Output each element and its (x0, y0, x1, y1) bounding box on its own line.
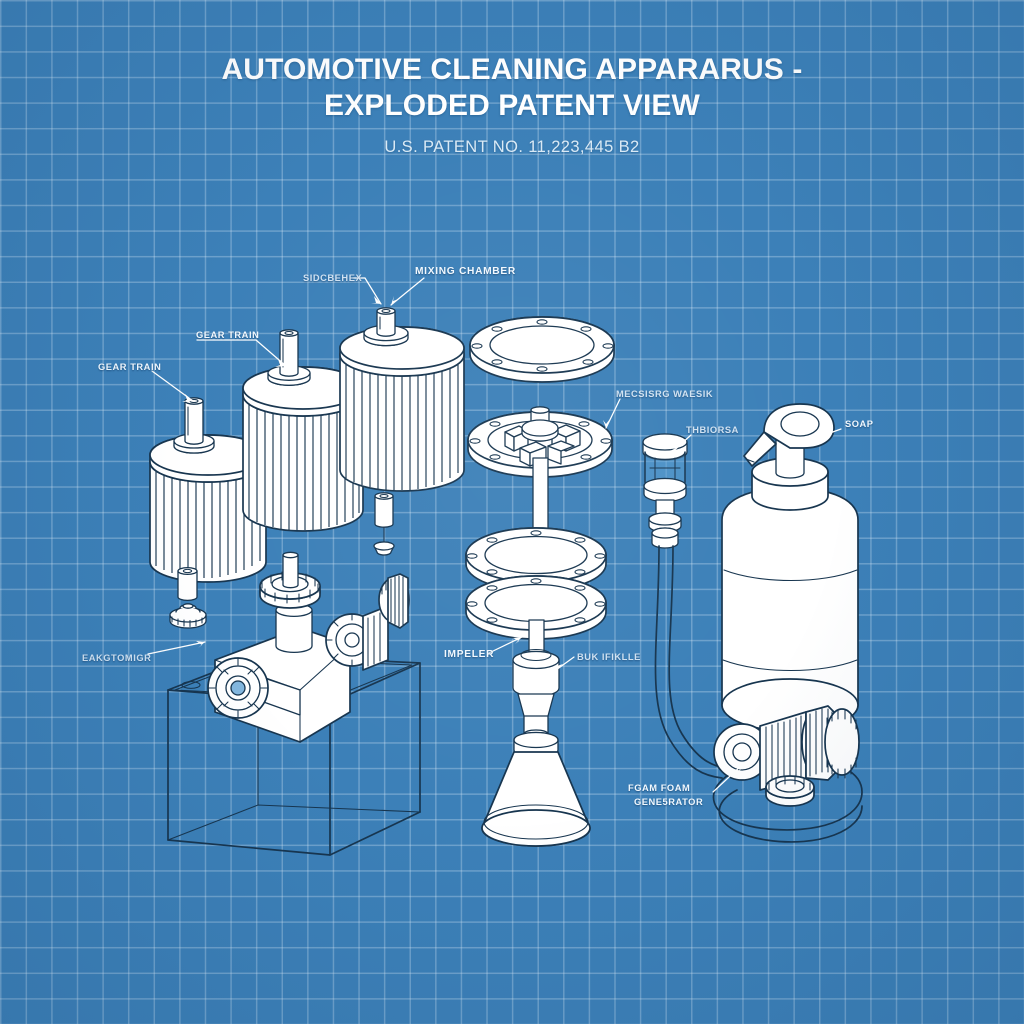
component-foam-generator[interactable] (712, 705, 863, 843)
component-bolt-fastener-2[interactable] (169, 566, 207, 629)
component-filter-motor-3[interactable] (339, 307, 465, 492)
callout-foam-generator-l2[interactable]: GENE5RATOR (634, 797, 704, 807)
callout-gear-train-left[interactable]: GEAR TRAIN (98, 362, 162, 372)
callout-impeler[interactable]: IMPELER (444, 649, 495, 660)
component-filter-motor-2[interactable] (242, 329, 364, 532)
callout-gear-train-mid[interactable]: GEAR TRAIN (196, 330, 260, 340)
component-flange-ring-top[interactable] (469, 316, 615, 383)
component-flange-ring-low-a[interactable] (465, 527, 607, 592)
component-nozzle-stem[interactable] (512, 619, 560, 759)
component-bolt-fastener-1[interactable] (373, 492, 395, 556)
callout-leader-lines (147, 277, 842, 793)
component-gear-train-top[interactable] (259, 571, 321, 609)
callout-messing-waeisk[interactable]: MECSISRG WAESIK (616, 389, 714, 399)
component-spray-nozzle[interactable] (481, 751, 591, 847)
component-pump-housing[interactable] (207, 551, 410, 743)
component-supply-hose[interactable] (654, 545, 727, 779)
callout-soap[interactable]: SOAP (845, 419, 874, 429)
callout-sidcbehex[interactable]: SIDCBEHEX (303, 273, 363, 283)
component-soap-bottle[interactable] (721, 403, 859, 732)
callout-eakgtomigr[interactable]: EAKGTOMIGR (82, 653, 152, 663)
component-gear-train-right[interactable] (325, 573, 410, 671)
callout-thbiorsa[interactable]: THBIORSA (686, 425, 739, 435)
component-sight-valve[interactable] (642, 433, 688, 549)
callout-mixing-chamber[interactable]: MIXING CHAMBER (415, 266, 516, 277)
callout-foam-generator-l1[interactable]: FGAM FOAM (628, 783, 691, 793)
callout-buk-ifikllle[interactable]: BUK IFIKLLE (577, 652, 641, 662)
